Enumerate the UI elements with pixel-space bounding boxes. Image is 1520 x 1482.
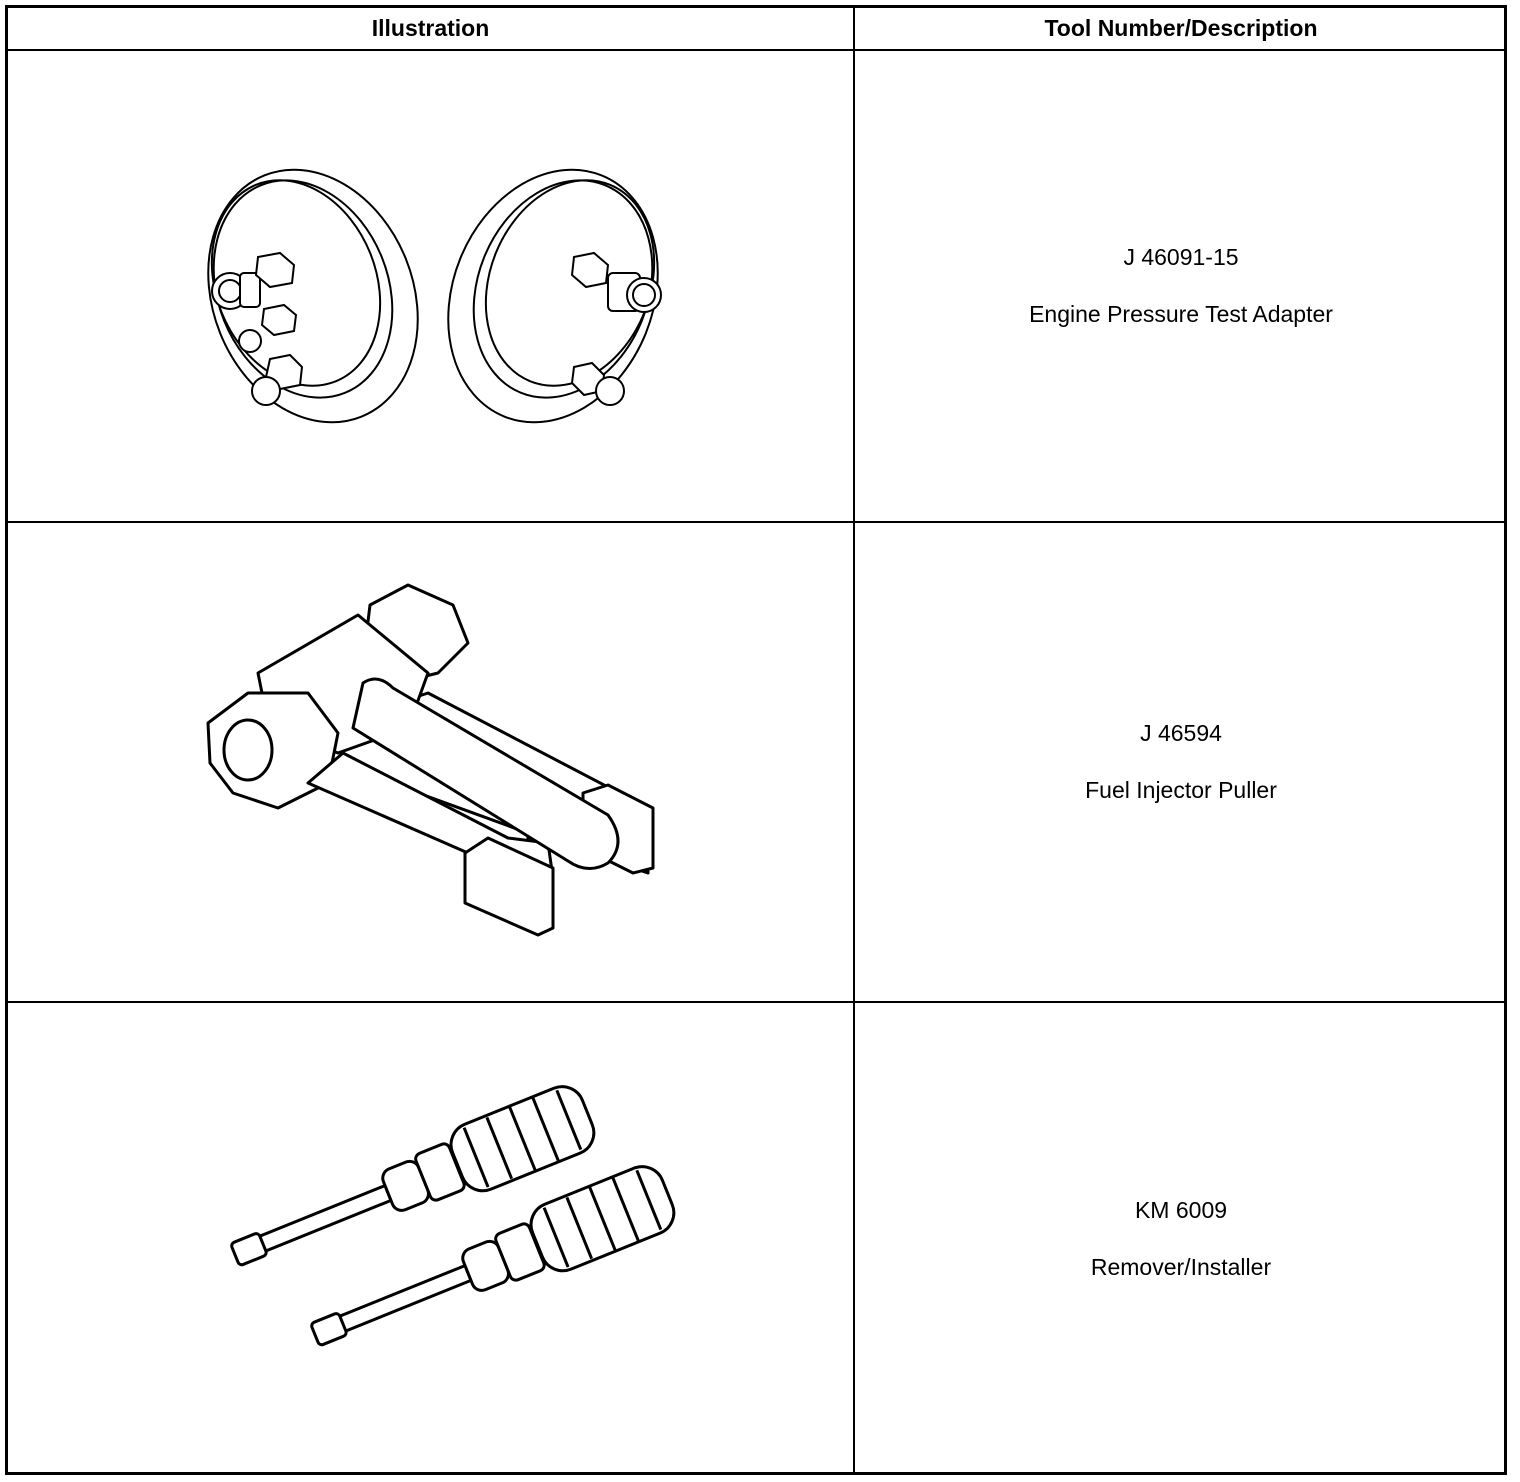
pressure-test-adapter-icon <box>8 51 853 521</box>
tool-description-cell: J 46091-15 Engine Pressure Test Adapter <box>855 51 1507 521</box>
table-row: J 46091-15 Engine Pressure Test Adapter <box>8 51 1504 521</box>
header-illustration: Illustration <box>371 15 490 41</box>
row-divider <box>8 1001 1504 1003</box>
tool-description: Engine Pressure Test Adapter <box>1029 301 1333 327</box>
column-divider <box>853 8 855 1472</box>
table-row: KM 6009 Remover/Installer <box>8 1003 1504 1475</box>
header-divider <box>8 49 1504 51</box>
tool-description-cell: J 46594 Fuel Injector Puller <box>855 523 1507 1001</box>
tool-number: J 46594 <box>1140 720 1222 746</box>
illustration-cell <box>8 523 853 1001</box>
tool-description-cell: KM 6009 Remover/Installer <box>855 1003 1507 1475</box>
table-row: J 46594 Fuel Injector Puller <box>8 523 1504 1001</box>
fuel-injector-puller-icon <box>8 523 853 1001</box>
remover-installer-icon <box>8 1003 853 1475</box>
header-tool-number-description: Tool Number/Description <box>1044 15 1318 41</box>
tool-description: Fuel Injector Puller <box>1085 777 1277 803</box>
row-divider <box>8 521 1504 523</box>
tool-description: Remover/Installer <box>1090 1254 1272 1280</box>
tool-number: J 46091-15 <box>1123 244 1239 270</box>
illustration-cell <box>8 1003 853 1475</box>
illustration-cell <box>8 51 853 521</box>
tool-number: KM 6009 <box>1134 1197 1228 1223</box>
special-tools-table: Illustration Tool Number/Description <box>5 5 1507 1475</box>
